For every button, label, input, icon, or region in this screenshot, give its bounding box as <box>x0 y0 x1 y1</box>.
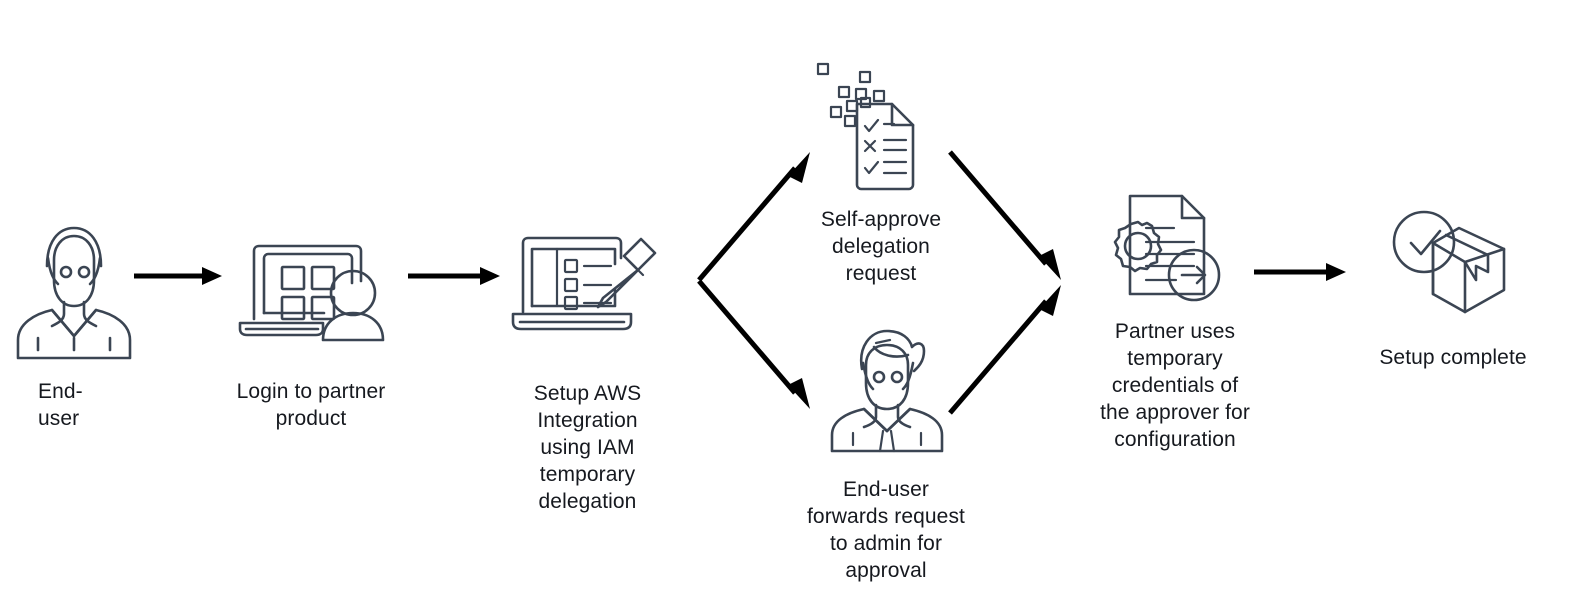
node-end-user <box>14 214 134 360</box>
label-partner-uses-credentials: Partner uses temporary credentials of th… <box>1100 320 1250 451</box>
document-gear-arrow-icon <box>1113 194 1221 302</box>
label-login-partner-product: Login to partner product <box>236 380 386 430</box>
arrow-selfapprove-to-partner <box>946 148 1071 288</box>
document-checklist-icon <box>816 62 915 191</box>
label-end-user: End- user <box>38 380 83 430</box>
arrow-setup-to-selfapprove <box>694 144 819 284</box>
label-forward-to-admin: End-user forwards request to admin for a… <box>806 478 965 582</box>
node-self-approve-delegation <box>806 56 926 192</box>
node-forward-to-admin <box>828 325 946 453</box>
person-avatar-icon <box>16 226 132 360</box>
node-setup-aws-integration <box>511 234 662 339</box>
label-setup-complete: Setup complete <box>1379 346 1527 369</box>
label-self-approve-delegation: Self-approve delegation request <box>820 208 942 285</box>
arrow-enduser-to-login <box>132 262 224 290</box>
label-setup-aws-integration: Setup AWS Integration using IAM temporar… <box>533 382 642 513</box>
laptop-user-icon <box>238 244 385 342</box>
node-partner-uses-credentials <box>1104 190 1228 306</box>
package-check-icon <box>1392 210 1506 314</box>
node-setup-complete <box>1388 206 1514 316</box>
arrow-partner-to-complete <box>1252 258 1348 286</box>
arrow-forward-to-partner <box>946 277 1071 417</box>
node-login-partner-product <box>236 243 388 343</box>
admin-person-icon <box>830 329 944 453</box>
arrow-setup-to-forward <box>694 277 819 417</box>
arrow-login-to-setup <box>406 262 502 290</box>
laptop-checklist-pencil-icon <box>511 236 657 331</box>
